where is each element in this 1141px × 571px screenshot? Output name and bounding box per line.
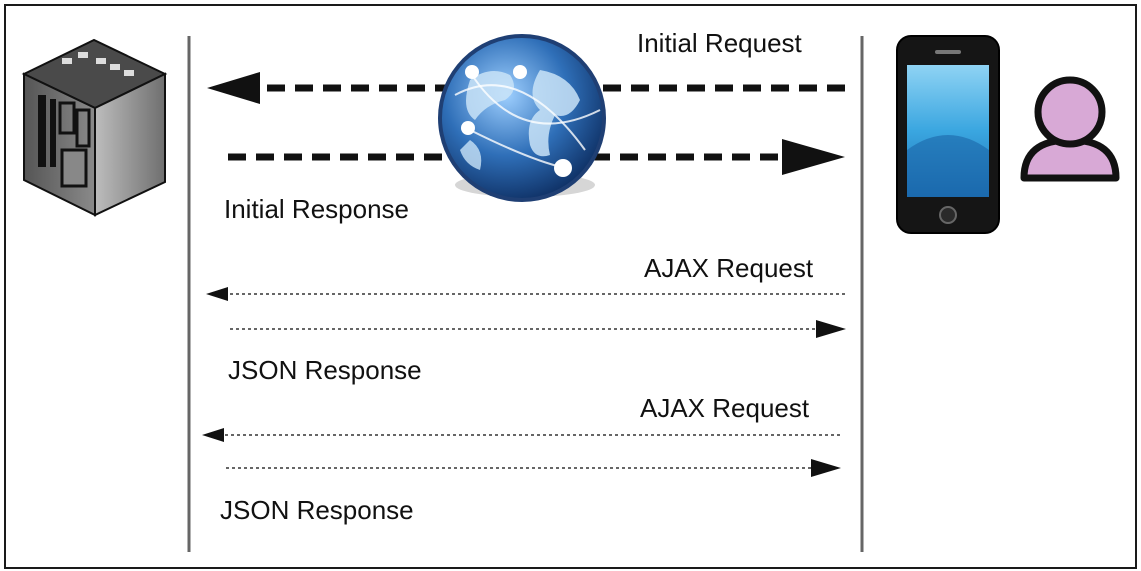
json-response-1-label: JSON Response xyxy=(228,355,422,385)
initial-request-arrowhead xyxy=(207,72,260,104)
ajax-request-1-label: AJAX Request xyxy=(644,253,814,283)
initial-response-label: Initial Response xyxy=(224,194,409,224)
server-icon xyxy=(21,38,168,217)
ajax-request-2-arrowhead xyxy=(202,428,224,442)
initial-request-label: Initial Request xyxy=(637,28,802,58)
initial-response-arrowhead xyxy=(782,139,845,175)
ajax-request-1-arrowhead xyxy=(206,287,228,301)
ajax-request-2-label: AJAX Request xyxy=(640,393,810,423)
user-icon xyxy=(1020,76,1120,182)
globe-icon xyxy=(438,34,606,202)
smartphone-icon xyxy=(896,35,1000,234)
json-response-1-arrowhead xyxy=(816,320,846,338)
json-response-2-label: JSON Response xyxy=(220,495,414,525)
json-response-2-arrowhead xyxy=(811,459,841,477)
